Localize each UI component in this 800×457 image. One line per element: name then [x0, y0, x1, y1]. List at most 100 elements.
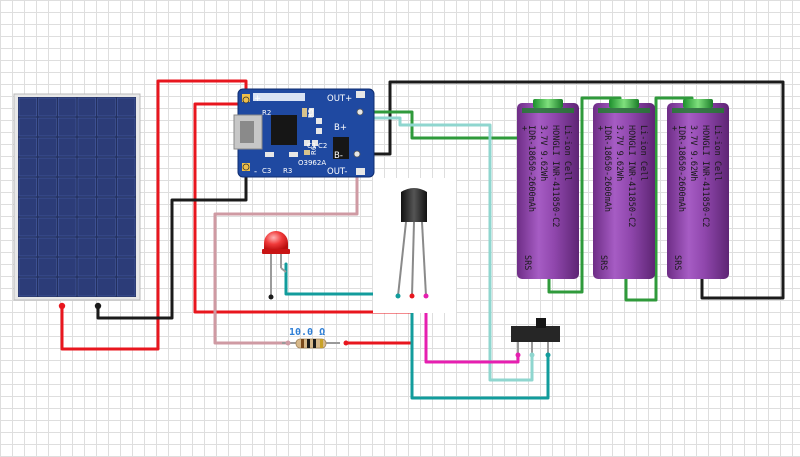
battery-label-line-2: 3.7V 9.62Wh [538, 125, 548, 181]
charger-terminal-bminus[interactable] [353, 150, 361, 158]
wire-teal-transistor-to-switch[interactable] [410, 295, 550, 400]
charger-c1-label: C1 [307, 142, 316, 150]
battery-label-line-3: HONGLI INR-411850-C2 [550, 125, 560, 227]
resistor-value-label: 10.0 Ω [289, 327, 325, 338]
solar-cell [97, 117, 116, 137]
led-cathode-terminal[interactable] [268, 294, 274, 300]
charger-out-minus-label: OUT- [327, 167, 347, 177]
solar-cell [97, 257, 116, 277]
charger-r6-label: R6 [310, 145, 318, 155]
solar-cell [97, 137, 116, 157]
solar-cell [117, 237, 136, 257]
wire-red-solar-to-charger[interactable] [60, 79, 248, 351]
resistor-terminal-right[interactable] [343, 340, 349, 346]
transistor[interactable] [373, 178, 456, 313]
protection-ic [333, 137, 349, 159]
battery-label-line-4: Li-ion Cell [562, 125, 572, 181]
wire-pink-outminus-to-resistor[interactable] [213, 166, 359, 345]
switch-pin-3[interactable] [545, 352, 551, 358]
charger-terminal-in-minus[interactable] [242, 163, 250, 171]
battery-label-line-2: 3.7V 9.62Wh [614, 125, 624, 181]
battery-label-line-2: 3.7V 9.62Wh [688, 125, 698, 181]
solar-cell [38, 257, 57, 277]
solar-cell [117, 137, 136, 157]
battery-rating-badge: SRS [672, 255, 682, 270]
solar-cell [38, 197, 57, 217]
solar-cell [58, 217, 77, 237]
solar-cell [117, 217, 136, 237]
solar-cell [58, 257, 77, 277]
transistor-pin-base[interactable] [409, 293, 415, 299]
charger-terminal-in-plus[interactable] [242, 96, 250, 104]
solar-cell [38, 137, 57, 157]
wire-black-bminus-to-batteries[interactable] [354, 80, 785, 300]
solar-cell [77, 97, 96, 117]
solar-cell [117, 277, 136, 297]
solar-cell [38, 117, 57, 137]
slide-switch[interactable] [511, 318, 560, 354]
charger-module[interactable]: + - OUT+ OUT- B+ B- R2 R3 C3 R5 R6 C1 C2… [233, 88, 375, 178]
solar-cell [77, 157, 96, 177]
charger-pin-plus-label: + [254, 94, 261, 104]
solar-cell [97, 217, 116, 237]
solar-cell [97, 177, 116, 197]
switch-pin-2[interactable] [529, 352, 535, 358]
wire-red-charger-plus-down[interactable] [193, 102, 414, 345]
wire-pink-transistor-to-switch[interactable] [424, 295, 520, 364]
solar-terminal-negative[interactable] [94, 302, 102, 310]
resistor[interactable] [282, 338, 340, 349]
solar-cell [58, 97, 77, 117]
solar-cell [18, 257, 37, 277]
solar-cell [58, 197, 77, 217]
solar-cell [58, 277, 77, 297]
solar-cell [97, 157, 116, 177]
charger-r3-label: R3 [283, 167, 292, 175]
solar-cell [58, 237, 77, 257]
red-led[interactable] [262, 231, 290, 296]
solar-cell [97, 277, 116, 297]
wire-teal-led-to-transistor[interactable] [284, 262, 400, 296]
battery-plus-mark: + [522, 124, 527, 134]
wire-black-solar-to-charger[interactable] [96, 166, 248, 320]
charger-r2-label: R2 [262, 109, 271, 117]
charger-terminal-bplus[interactable] [356, 108, 364, 116]
charger-out-plus-label: OUT+ [327, 94, 352, 104]
solar-cell [18, 177, 37, 197]
battery-label-line-3: HONGLI INR-411850-C2 [700, 125, 710, 227]
solar-cell [77, 237, 96, 257]
solar-cell [77, 257, 96, 277]
switch-pin-1[interactable] [515, 352, 521, 358]
solar-cell [38, 97, 57, 117]
transistor-pin-collector[interactable] [423, 293, 429, 299]
solar-cell [58, 177, 77, 197]
battery-label-line-1: IDR-18650-2600mAh [676, 125, 686, 212]
solar-cell [18, 97, 37, 117]
solar-cell [18, 237, 37, 257]
solar-panel[interactable] [13, 93, 141, 301]
solar-cell [18, 217, 37, 237]
charger-c3-label: C3 [262, 167, 271, 175]
solar-cell [38, 237, 57, 257]
battery-label-line-1: IDR-18650-2600mAh [526, 125, 536, 212]
solar-cell [97, 97, 116, 117]
solar-cell [18, 157, 37, 177]
solar-terminal-positive[interactable] [58, 302, 66, 310]
solar-cell [77, 177, 96, 197]
solar-cell [97, 197, 116, 217]
solar-cell [117, 197, 136, 217]
battery-plus-mark: + [598, 124, 603, 134]
solar-cell [77, 217, 96, 237]
resistor-terminal-left[interactable] [285, 340, 291, 346]
transistor-pin-emitter[interactable] [395, 293, 401, 299]
battery-top-band [672, 108, 724, 113]
solar-cell [18, 117, 37, 137]
solar-cell-grid [18, 97, 136, 297]
wire-lightteal-outplus-to-switch[interactable] [360, 116, 534, 382]
solar-cell [117, 177, 136, 197]
solar-cell [117, 97, 136, 117]
solar-cell [38, 157, 57, 177]
